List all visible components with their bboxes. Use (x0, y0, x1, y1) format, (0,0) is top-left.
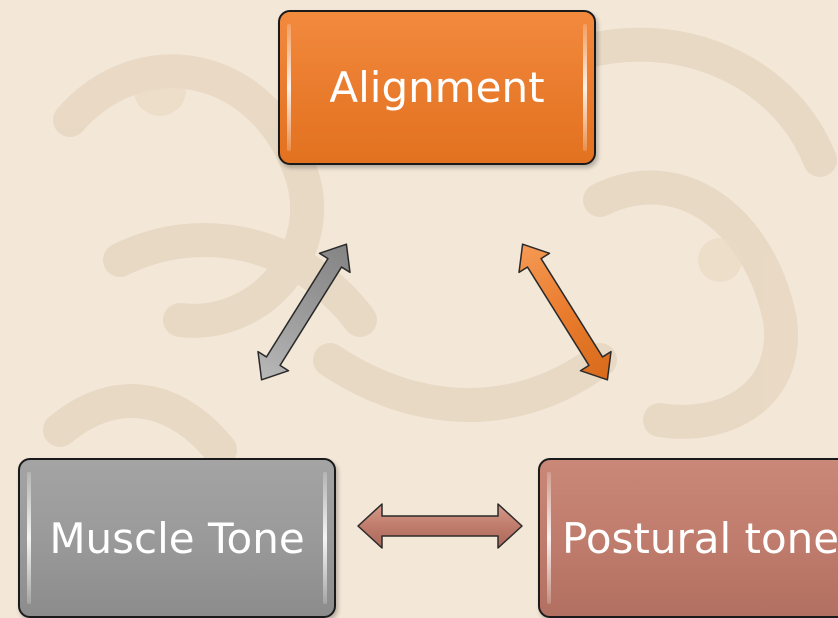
box-highlight (583, 24, 587, 151)
box-highlight (323, 472, 327, 604)
box-highlight (547, 472, 551, 604)
box-highlight (287, 24, 291, 151)
arrow-alignment-postural (507, 235, 622, 390)
node-muscle-tone-label: Muscle Tone (49, 514, 304, 563)
node-postural-tone-label: Postural tone (562, 514, 838, 563)
node-postural-tone: Postural tone (538, 458, 838, 618)
arrow-alignment-muscle (246, 235, 361, 390)
arrow-muscle-postural (358, 504, 522, 548)
node-alignment-label: Alignment (329, 63, 544, 112)
node-alignment: Alignment (278, 10, 596, 165)
box-highlight (27, 472, 31, 604)
node-muscle-tone: Muscle Tone (18, 458, 336, 618)
